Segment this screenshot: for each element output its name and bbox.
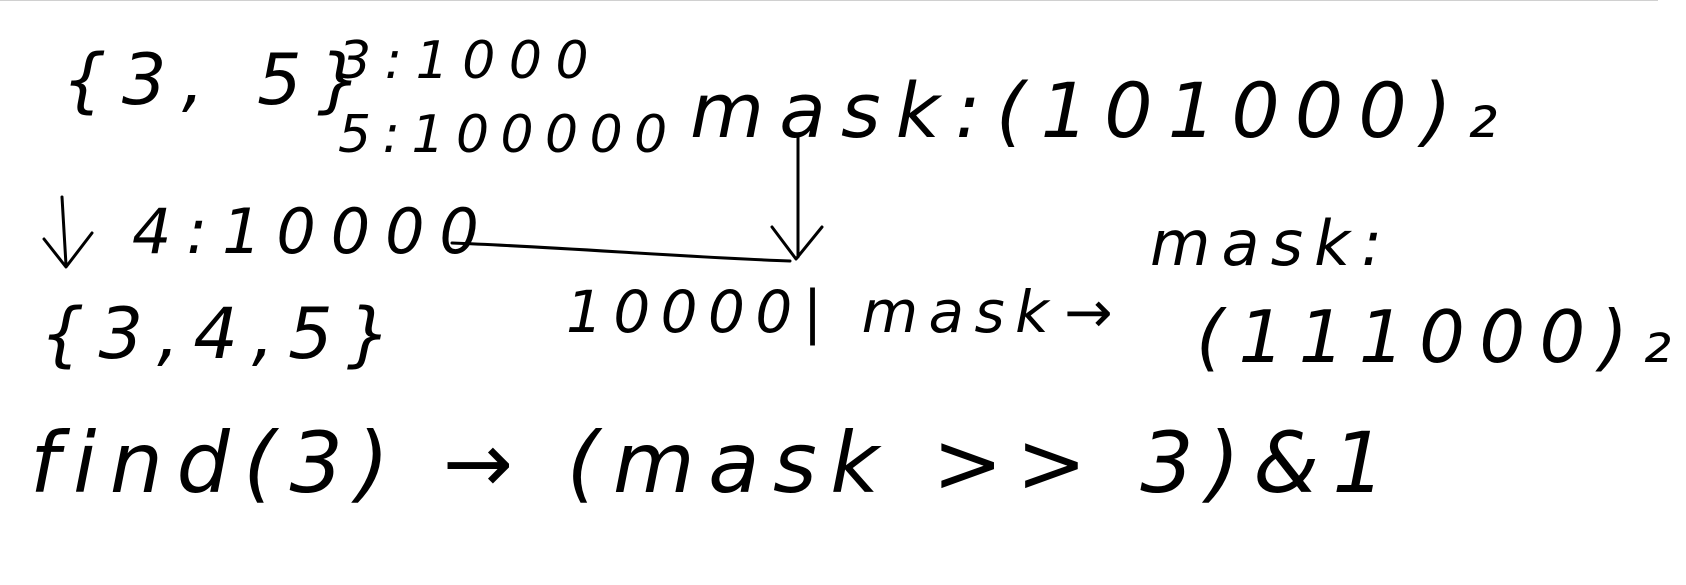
result-arrow: →: [1064, 278, 1121, 346]
down-arrow-icon: [42, 195, 94, 269]
find-expression: find(3) → (mask >> 3)&1: [30, 414, 1400, 512]
updated-set: {3,4,5}: [40, 293, 406, 375]
updated-mask-value: (111000)₂: [1196, 295, 1686, 379]
updated-mask-label: mask:: [1150, 207, 1394, 280]
down-arrow-mask-icon: [770, 135, 824, 261]
or-operation: 10000| mask: [566, 278, 1060, 346]
bit-encoding-4: 4:10000: [132, 195, 494, 268]
bit-encoding-3: 3:1000: [338, 31, 603, 91]
right-arrow-line: [450, 241, 792, 263]
initial-set: {3, 5}: [62, 39, 378, 121]
initial-mask: mask:(101000)₂: [690, 66, 1513, 155]
bit-encoding-5: 5:100000: [338, 105, 679, 165]
